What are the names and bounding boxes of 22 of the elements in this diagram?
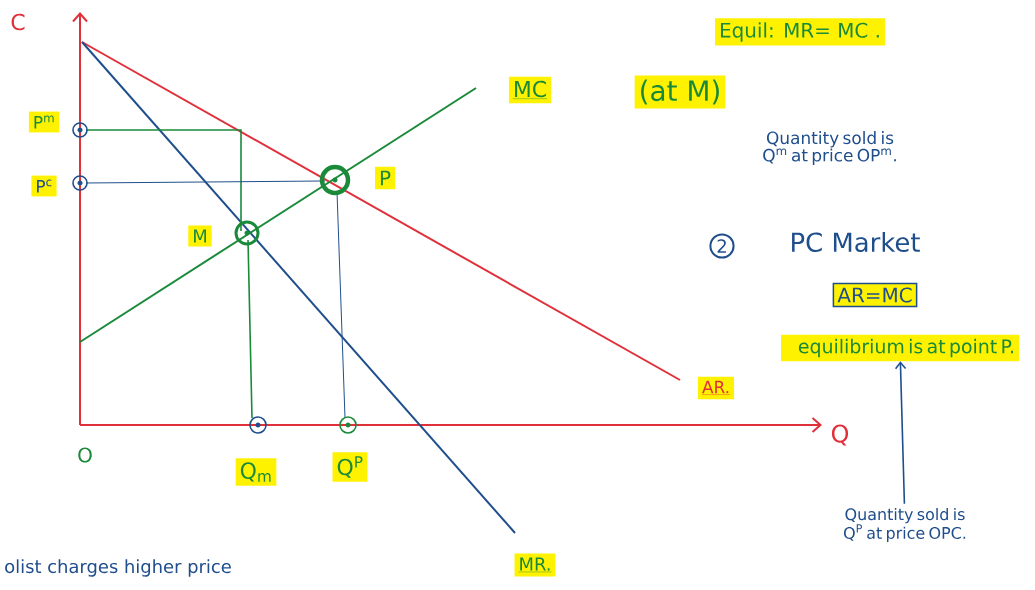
highlighted-label: Equil: MR= MC . xyxy=(715,18,885,46)
highlighted-label: Q$_{m}$ xyxy=(235,458,277,486)
highlighted-label: P xyxy=(375,166,395,190)
label: Q xyxy=(831,424,849,446)
highlighted-label: AR. xyxy=(697,376,735,400)
highlighted-label: Q$^{P}$ xyxy=(332,452,368,482)
highlighted-label: M xyxy=(188,225,212,247)
note-text: Quantity sold is Q$^{P}$ at price OPC. xyxy=(844,507,966,543)
highlighted-label: MC xyxy=(508,76,552,104)
boxed-equation: AR=MC xyxy=(832,282,918,308)
highlighted-label: (at M) xyxy=(634,75,726,109)
circled-number: 2 xyxy=(709,233,735,259)
highlighted-label: MR. xyxy=(514,553,556,577)
arrow xyxy=(894,361,907,505)
label: Quantity sold is Q$^{m}$ at price OP$^{m}$. xyxy=(763,131,896,165)
label: C xyxy=(11,13,25,31)
note-text: equilibrium is at point P. xyxy=(781,334,1019,362)
label: O xyxy=(78,447,92,463)
label: olist charges higher price xyxy=(5,559,231,577)
highlighted-label: P$^{c}$ xyxy=(31,175,57,197)
label: PC Market xyxy=(792,231,920,252)
highlighted-label: P$^{m}$ xyxy=(28,111,60,133)
